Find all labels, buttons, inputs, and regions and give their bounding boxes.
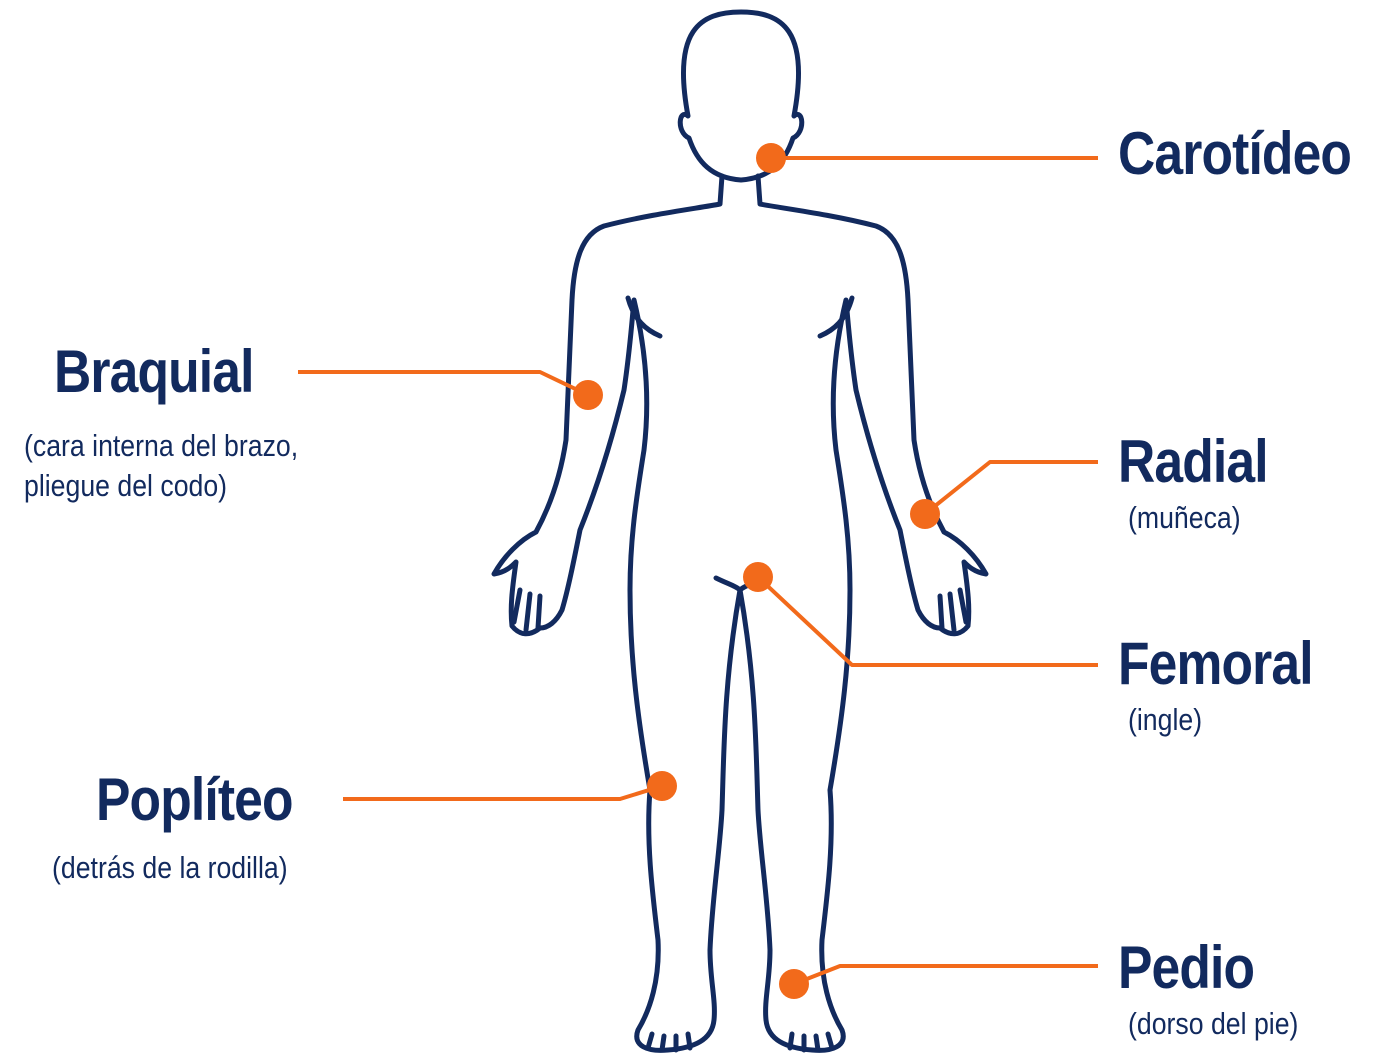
- leader-radial: [925, 462, 1098, 514]
- dot-pedio: [779, 969, 809, 999]
- popliteo-name: Poplíteo: [96, 770, 293, 830]
- dot-femoral: [743, 562, 773, 592]
- femoral-name: Femoral: [1118, 634, 1313, 694]
- femoral-description: (ingle): [1128, 700, 1314, 740]
- pedio-name: Pedio: [1118, 938, 1297, 998]
- label-popliteo: Poplíteo: [96, 770, 325, 830]
- popliteo-description: (detrás de la rodilla): [52, 848, 288, 888]
- label-femoral: Femoral (ingle): [1118, 634, 1344, 740]
- radial-name: Radial: [1118, 432, 1268, 492]
- right-finger-lines: [940, 590, 966, 630]
- body-silhouette: [494, 176, 986, 1050]
- label-carotideo: Carotídeo: [1118, 124, 1389, 184]
- leader-popliteo: [343, 786, 662, 799]
- dot-carotideo: [756, 143, 786, 173]
- label-radial: Radial (muñeca): [1118, 432, 1292, 538]
- left-finger-lines: [514, 590, 540, 630]
- braquial-description: (cara interna del brazo, pliegue del cod…: [24, 426, 343, 507]
- label-braquial: Braquial: [54, 342, 286, 402]
- pedio-description: (dorso del pie): [1128, 1004, 1298, 1044]
- dot-braquial: [573, 380, 603, 410]
- braquial-name: Braquial: [54, 342, 254, 402]
- radial-description: (muñeca): [1128, 498, 1269, 538]
- popliteo-description-wrap: (detrás de la rodilla): [52, 848, 326, 888]
- leader-braquial: [298, 372, 588, 395]
- label-pedio: Pedio (dorso del pie): [1118, 938, 1326, 1044]
- dot-radial: [910, 499, 940, 529]
- body-outline: [494, 12, 986, 1050]
- braquial-description-line-1: (cara interna del brazo,: [24, 426, 298, 466]
- carotideo-name: Carotídeo: [1118, 124, 1351, 184]
- braquial-description-line-2: pliegue del codo): [24, 466, 298, 506]
- leader-pedio: [794, 966, 1098, 984]
- dot-popliteo: [647, 771, 677, 801]
